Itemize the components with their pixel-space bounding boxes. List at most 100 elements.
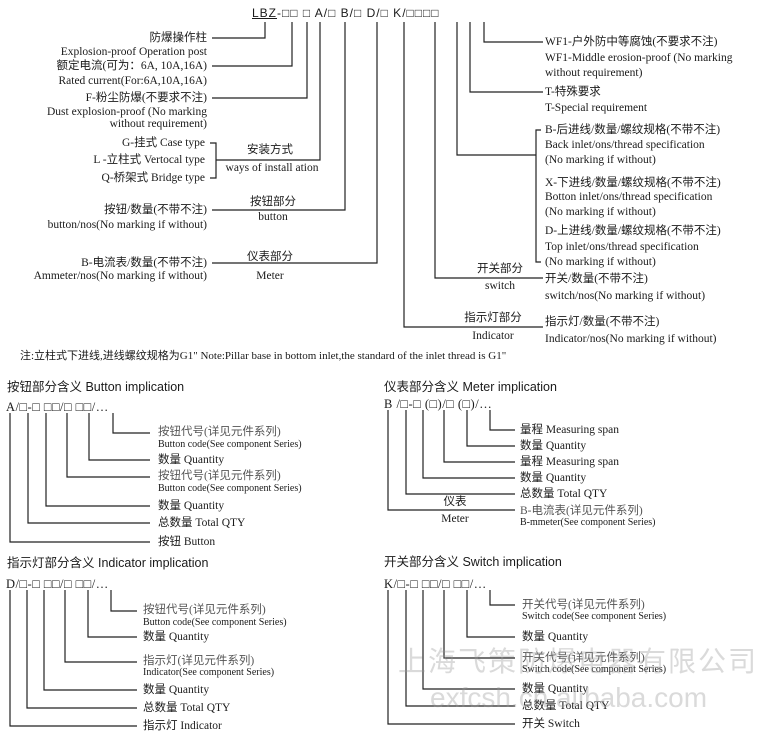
switch-part-cn: 开关部分: [477, 263, 523, 275]
switch-impl-item-2: 数量 Quantity: [522, 631, 589, 643]
switch-impl-title: 开关部分含义 Switch implication: [384, 555, 562, 569]
button-impl-item-2: 数量 Quantity: [158, 454, 225, 466]
wf1-cn: WF1-户外防中等腐蚀(不要求不注): [545, 36, 718, 48]
button-impl-code: A/□-□ □□/□ □□/…: [6, 400, 109, 414]
install-cn: 安装方式: [247, 144, 293, 156]
model-suffix: -□□ □ A/□ B/□ D/□ K/□□□□: [277, 6, 440, 20]
d-en-2: (No marking if without): [545, 256, 656, 268]
button-impl-item-6: 按钮 Button: [158, 536, 216, 548]
post-en: Explosion-proof Operation post: [60, 46, 207, 58]
connector-button: [212, 22, 346, 211]
connector-t: [469, 22, 543, 93]
indicator-part-cn: 指示灯部分: [464, 312, 522, 324]
meter-impl-label-en: Meter: [441, 513, 469, 525]
indicator-impl-title: 指示灯部分含义 Indicator implication: [7, 556, 209, 570]
connector-meter: [212, 22, 378, 264]
button-cn: 按钮/数量(不带不注): [104, 204, 207, 216]
connector-inlet: [456, 22, 536, 156]
connector-wf1: [483, 22, 543, 43]
connector-indicator-impl: [9, 590, 137, 727]
indicator-cn: 指示灯/数量(不带不注): [545, 316, 660, 328]
connector-meter-impl: [387, 410, 515, 511]
wf1-en-1: WF1-Middle erosion-proof (No marking: [545, 52, 733, 64]
switch-impl-item-6: 开关 Switch: [522, 718, 580, 730]
meter-part-en: Meter: [256, 270, 284, 282]
connector-dust: [212, 22, 308, 99]
meter-impl-item-1: 量程 Measuring span: [520, 424, 620, 436]
indicator-impl-item-3: 指示灯(详见元件系列): [143, 655, 255, 667]
meter-impl-item-5: 总数量 Total QTY: [520, 488, 608, 500]
b-en-1: Back inlet/ons/thread specification: [545, 139, 705, 151]
meter-impl-label-cn: 仪表: [443, 496, 467, 508]
switch-impl-item-1: 开关代号(详见元件系列): [522, 599, 645, 611]
install-en: ways of install ation: [225, 162, 319, 174]
indicator-impl-item-2: 数量 Quantity: [143, 631, 210, 643]
switch-impl-item-5: 总数量 Total QTY: [522, 700, 610, 712]
watermark-company: 上海飞策防爆电器有限公司: [398, 646, 757, 677]
b-en-2: (No marking if without): [545, 154, 656, 166]
note: 注:立柱式下进线,进线螺纹规格为G1" Note:Pillar base in …: [20, 350, 507, 362]
indicator-impl-item-6: 指示灯 Indicator: [143, 720, 222, 732]
type-g: G-挂式 Case type: [121, 137, 205, 149]
x-cn: X-下进线/数量/螺纹规格(不带不注): [545, 177, 721, 189]
connector-current: [212, 22, 293, 67]
indicator-impl-item-4: 数量 Quantity: [143, 684, 210, 696]
meter-part-cn: 仪表部分: [247, 251, 293, 263]
switch-en: switch/nos(No marking if without): [545, 290, 706, 302]
meter-impl-title: 仪表部分含义 Meter implication: [384, 380, 557, 394]
meter-impl-item-6-en: B-mmeter(See component Series): [520, 517, 656, 528]
indicator-impl-item-1: 按钮代号(详见元件系列): [143, 604, 266, 616]
switch-part-en: switch: [484, 280, 516, 292]
switch-impl-item-3: 开关代号(详见元件系列): [522, 652, 645, 664]
button-impl-item-4: 数量 Quantity: [158, 500, 225, 512]
meter-impl-item-4: 数量 Quantity: [520, 472, 587, 484]
current-cn: 额定电流(可为：6A, 10A,16A): [56, 60, 207, 72]
meter-en: Ammeter/nos(No marking if without): [33, 270, 207, 282]
switch-cn: 开关/数量(不带不注): [545, 273, 648, 285]
meter-cn: B-电流表/数量(不带不注): [81, 257, 207, 269]
meter-impl-item-3: 量程 Measuring span: [520, 456, 620, 468]
switch-impl-code: K/□-□ □□/□ □□/…: [384, 577, 487, 591]
dust-en-2: without requirement): [109, 118, 207, 130]
watermark-site: exfcsh.cn.alibaba.com: [430, 682, 708, 713]
connector-switch: [434, 22, 543, 279]
t-cn: T-特殊要求: [545, 86, 601, 98]
button-en: button/nos(No marking if without): [47, 219, 207, 231]
switch-impl-item-1-en: Switch code(See component Series): [522, 611, 667, 622]
x-en-2: (No marking if without): [545, 206, 656, 218]
model-prefix: LBZ: [252, 6, 278, 20]
bracket-inlet: [535, 129, 541, 263]
type-q: Q-桥架式 Bridge type: [101, 172, 205, 184]
switch-impl-item-4: 数量 Quantity: [522, 683, 589, 695]
button-part-en: button: [258, 211, 288, 223]
indicator-part-en: Indicator: [472, 330, 514, 342]
connector-indicator: [403, 22, 543, 328]
wf1-en-2: without requirement): [545, 67, 643, 79]
bracket-install: [210, 22, 321, 179]
button-impl-item-5: 总数量 Total QTY: [158, 517, 246, 529]
x-en-1: Botton inlet/ons/thread specification: [545, 191, 713, 203]
button-impl-item-3-en: Button code(See component Series): [158, 483, 302, 494]
type-l: L -立柱式 Vertocal type: [93, 154, 205, 166]
indicator-en: Indicator/nos(No marking if without): [545, 333, 717, 345]
t-en: T-Special requirement: [545, 102, 648, 114]
d-en-1: Top inlet/ons/thread specification: [545, 241, 699, 253]
meter-impl-item-2: 数量 Quantity: [520, 440, 587, 452]
meter-impl-code: B /□-□ (□)/□ (□)/…: [384, 397, 493, 411]
button-impl-item-1: 按钮代号(详见元件系列): [158, 426, 281, 438]
post-cn: 防爆操作柱: [149, 32, 208, 44]
b-cn: B-后进线/数量/螺纹规格(不带不注): [545, 124, 721, 136]
indicator-impl-item-5: 总数量 Total QTY: [143, 702, 231, 714]
meter-impl-item-6: B-电流表(详见元件系列): [520, 505, 643, 517]
button-part-cn: 按钮部分: [250, 196, 296, 208]
switch-impl-item-3-en: Switch code(See component Series): [522, 664, 667, 675]
connector-post: [212, 22, 266, 39]
indicator-impl-item-1-en: Button code(See component Series): [143, 617, 287, 628]
indicator-impl-item-3-en: Indicator(See component Series): [143, 667, 275, 678]
dust-cn: F-粉尘防爆(不要求不注): [85, 92, 207, 104]
button-impl-item-3: 按钮代号(详见元件系列): [158, 470, 281, 482]
current-en: Rated current(For:6A,10A,16A): [58, 75, 207, 87]
indicator-impl-code: D/□-□ □□/□ □□/…: [6, 577, 109, 591]
dust-en-1: Dust explosion-proof (No marking: [46, 106, 207, 118]
